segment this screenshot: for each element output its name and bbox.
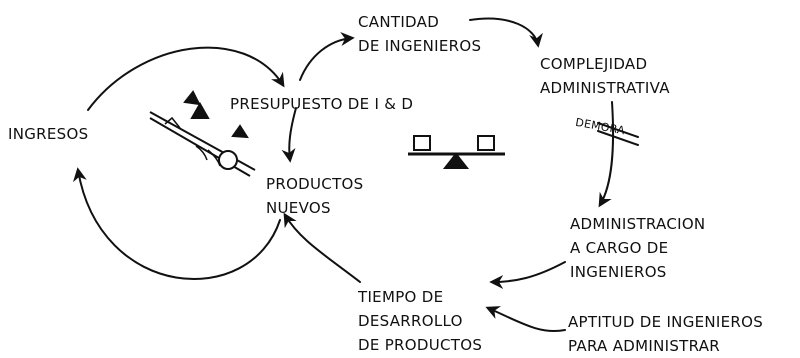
node-cantidad-line-1: CANTIDAD [358, 13, 440, 31]
arrow-productos-to-ingresos [72, 167, 281, 280]
arrow-complejidad-to-administracion [598, 101, 615, 208]
node-tiempo-line-2: DESARROLLO [358, 312, 463, 330]
delay-mark [597, 122, 639, 138]
node-aptitud-line-2: PARA ADMINISTRAR [568, 337, 720, 355]
node-complejidad-line-2: ADMINISTRATIVA [540, 79, 670, 97]
node-cantidad-ingenieros: CANTIDAD DE INGENIEROS [358, 10, 481, 58]
arrow-presupuesto-to-cantidad [299, 32, 355, 81]
node-tiempo-line-1: TIEMPO DE [358, 288, 444, 306]
balance-seesaw-icon [408, 135, 505, 169]
node-ingresos-line-1: INGRESOS [8, 125, 89, 143]
arrow-administracion-to-tiempo [489, 261, 566, 289]
node-complejidad-line-1: COMPLEJIDAD [540, 55, 648, 73]
node-administracion-line-1: ADMINISTRACION [570, 215, 706, 233]
node-complejidad-administrativa: COMPLEJIDAD ADMINISTRATIVA [540, 52, 670, 100]
node-productos-line-1: PRODUCTOS [266, 175, 364, 193]
arrow-ingresos-to-presupuesto [87, 46, 285, 111]
node-tiempo-line-3: DE PRODUCTOS [358, 336, 483, 354]
node-cantidad-line-2: DE INGENIEROS [358, 37, 482, 55]
node-productos-nuevos: PRODUCTOS NUEVOS [266, 172, 363, 220]
node-aptitud-ingenieros: APTITUD DE INGENIEROS PARA ADMINISTRAR [568, 310, 763, 358]
arrow-presupuesto-to-productos [281, 107, 297, 163]
node-administracion-line-3: INGENIEROS [570, 263, 667, 281]
node-presupuesto-id: PRESUPUESTO DE I & D [230, 92, 413, 116]
node-ingresos: INGRESOS [8, 122, 88, 146]
node-administracion-ingenieros: ADMINISTRACION A CARGO DE INGENIEROS [570, 212, 705, 284]
arrow-aptitud-to-tiempo [485, 306, 566, 332]
node-administracion-line-2: A CARGO DE [570, 239, 669, 257]
snowball-slope-icon [149, 90, 256, 177]
node-productos-line-2: NUEVOS [266, 199, 331, 217]
node-presupuesto-line-1: PRESUPUESTO DE I & D [230, 95, 414, 113]
arrow-tiempo-to-productos [283, 212, 361, 283]
node-aptitud-line-1: APTITUD DE INGENIEROS [568, 313, 764, 331]
arrow-cantidad-to-complejidad [469, 17, 543, 48]
node-tiempo-desarrollo: TIEMPO DE DESARROLLO DE PRODUCTOS [358, 285, 482, 357]
